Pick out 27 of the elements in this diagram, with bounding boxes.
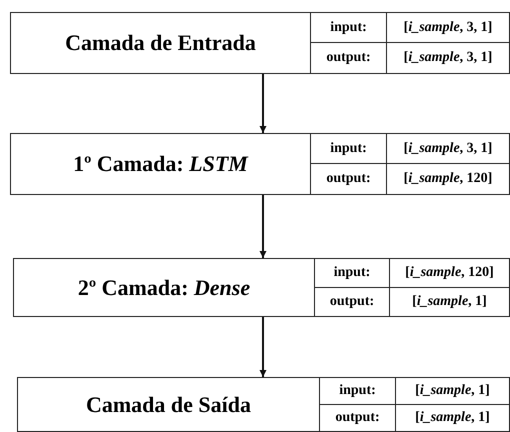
shape-label: output: <box>320 404 396 431</box>
shape-label: output: <box>311 164 387 194</box>
shape-label: output: <box>315 288 390 316</box>
layer-box <box>10 133 510 195</box>
shape-label: input: <box>315 259 390 288</box>
shape-value: [i_sample, 3, 1] <box>387 13 509 43</box>
shape-label: input: <box>311 13 387 43</box>
layer-box <box>13 258 510 317</box>
arrow <box>260 74 266 133</box>
layer-box <box>10 12 510 74</box>
shape-value: [i_sample, 3, 1] <box>387 134 509 164</box>
shape-value: [i_sample, 1] <box>396 378 509 404</box>
layer-title: Camada de Entrada <box>11 13 311 73</box>
layer-title: Camada de Saída <box>18 378 320 431</box>
shape-label: input: <box>320 378 396 404</box>
shape-value: [i_sample, 120] <box>390 259 509 288</box>
shape-value: [i_sample, 1] <box>414 408 491 427</box>
layer-box <box>17 377 510 432</box>
shape-value: [i_sample, 3, 1] <box>402 49 494 67</box>
shape-label: input: <box>311 134 387 164</box>
arrow <box>260 195 266 258</box>
shape-label: output: <box>311 43 387 73</box>
layer-title: 2º Camada: Dense <box>14 259 315 316</box>
shape-value: [i_sample, 1] <box>411 292 488 311</box>
layer-title: 1º Camada: LSTM <box>11 134 311 194</box>
shape-value: [i_sample, 120] <box>402 170 494 188</box>
arrow <box>260 317 266 377</box>
